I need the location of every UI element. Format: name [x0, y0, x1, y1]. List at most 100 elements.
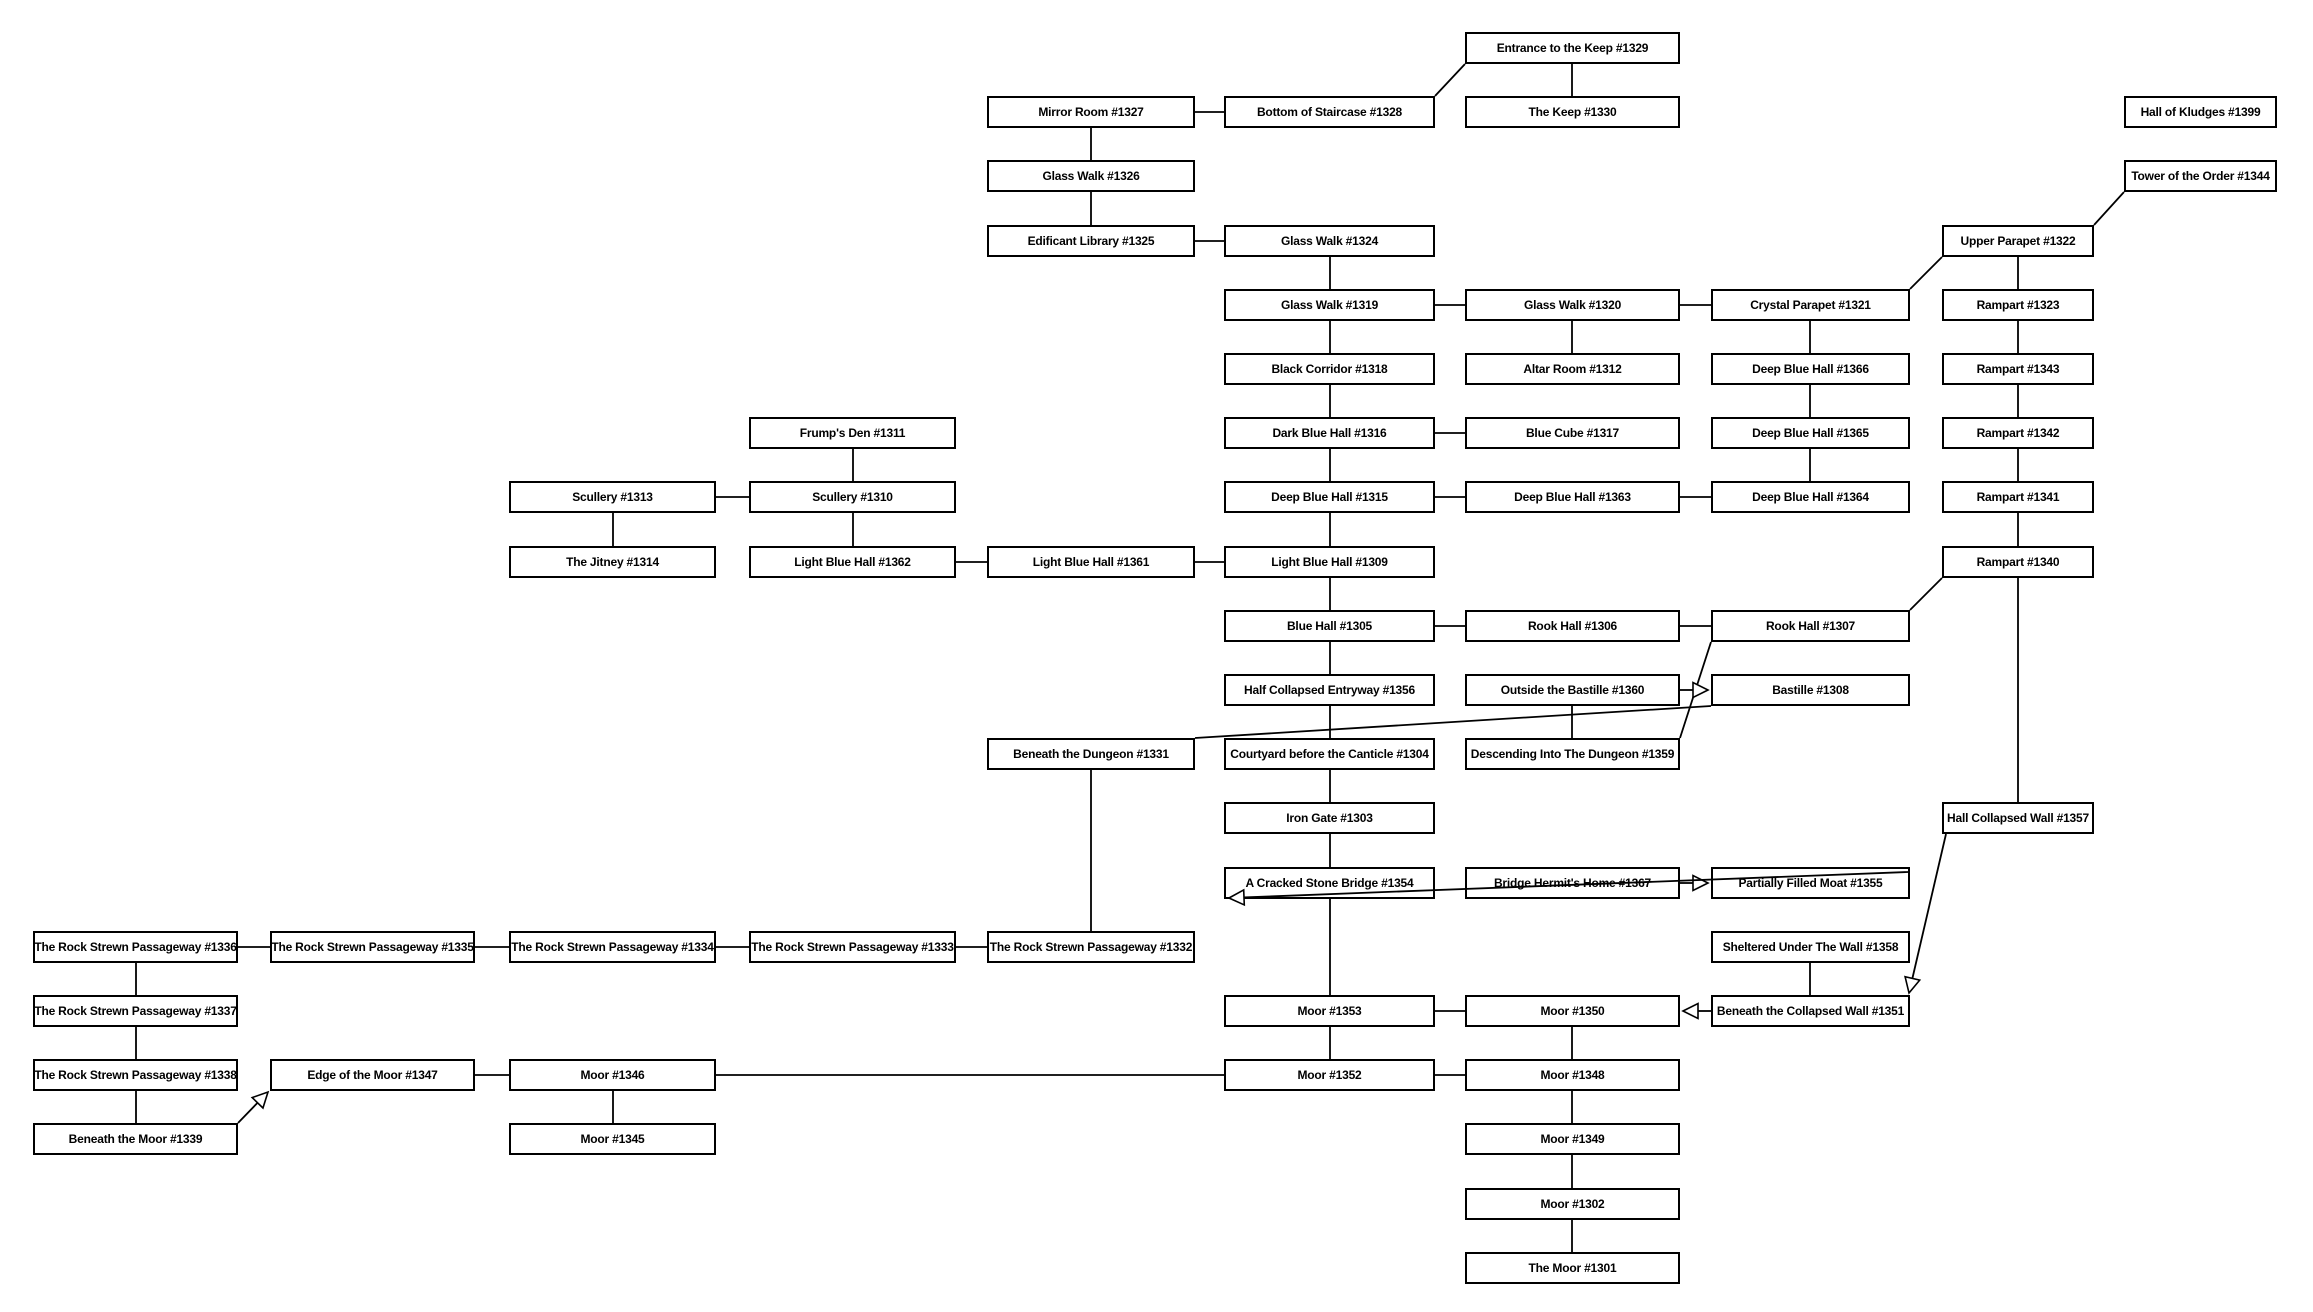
room-node-frumpsden-1311: Frump's Den #1311	[749, 417, 956, 449]
room-node-altarroom-1312: Altar Room #1312	[1465, 353, 1680, 385]
room-node-mirror-1327: Mirror Room #1327	[987, 96, 1195, 128]
room-node-blackcorridor-1318: Black Corridor #1318	[1224, 353, 1435, 385]
room-label: Bastille #1308	[1772, 683, 1849, 697]
room-label: Hall of Kludges #1399	[2140, 105, 2261, 119]
room-node-rsp-1334: The Rock Strewn Passageway #1334	[509, 931, 716, 963]
room-node-moor-1348: Moor #1348	[1465, 1059, 1680, 1091]
room-node-rsp-1336: The Rock Strewn Passageway #1336	[33, 931, 238, 963]
room-node-edgemoor-1347: Edge of the Moor #1347	[270, 1059, 475, 1091]
room-label: The Moor #1301	[1528, 1261, 1617, 1275]
edge-bottomstair-1328--entrance-1329	[1434, 63, 1466, 97]
room-node-moor-1350: Moor #1350	[1465, 995, 1680, 1027]
room-node-hallwall-1357: Hall Collapsed Wall #1357	[1942, 802, 2094, 834]
room-node-moor-1302: Moor #1302	[1465, 1188, 1680, 1220]
room-label: Bridge Hermit's Home #1367	[1493, 876, 1652, 890]
room-node-rsp-1332: The Rock Strewn Passageway #1332	[987, 931, 1195, 963]
room-label: Rook Hall #1306	[1527, 619, 1618, 633]
room-node-bottomstair-1328: Bottom of Staircase #1328	[1224, 96, 1435, 128]
room-label: The Rock Strewn Passageway #1335	[271, 940, 474, 954]
room-node-moor-1353: Moor #1353	[1224, 995, 1435, 1027]
room-label: Courtyard before the Canticle #1304	[1230, 747, 1429, 761]
room-node-jitney-1314: The Jitney #1314	[509, 546, 716, 578]
room-node-bluehall-1305: Blue Hall #1305	[1224, 610, 1435, 642]
room-node-bluecube-1317: Blue Cube #1317	[1465, 417, 1680, 449]
room-node-upperparapet-1322: Upper Parapet #1322	[1942, 225, 2094, 257]
room-label: The Keep #1330	[1528, 105, 1617, 119]
room-node-lightblue-1362: Light Blue Hall #1362	[749, 546, 956, 578]
room-label: Altar Room #1312	[1523, 362, 1622, 376]
edge-rampart-1340--rookhall-1307	[1909, 577, 1943, 611]
room-label: Deep Blue Hall #1365	[1752, 426, 1869, 440]
room-label: Moor #1345	[580, 1132, 645, 1146]
room-label: Iron Gate #1303	[1286, 811, 1373, 825]
room-label: Crystal Parapet #1321	[1750, 298, 1871, 312]
room-label: Black Corridor #1318	[1271, 362, 1388, 376]
arrowhead-beneathmoor-1339--edgemoor-1347	[250, 1090, 270, 1110]
room-label: Upper Parapet #1322	[1960, 234, 2076, 248]
room-node-sheltered-1358: Sheltered Under The Wall #1358	[1711, 931, 1910, 963]
room-label: Bottom of Staircase #1328	[1256, 105, 1403, 119]
arrowhead-hallwall-1357--beneathwall-1351	[1904, 975, 1922, 995]
room-node-beneathdungeon-1331: Beneath the Dungeon #1331	[987, 738, 1195, 770]
room-label: Glass Walk #1324	[1280, 234, 1379, 248]
room-label: Edge of the Moor #1347	[307, 1068, 438, 1082]
edge-hallwall-1357--beneathwall-1351	[1911, 833, 1947, 979]
room-node-irongate-1303: Iron Gate #1303	[1224, 802, 1435, 834]
room-node-bastille-1308: Bastille #1308	[1711, 674, 1910, 706]
room-label: Hall Collapsed Wall #1357	[1947, 811, 2089, 825]
room-label: A Cracked Stone Bridge #1354	[1245, 876, 1414, 890]
room-node-lightblue-1309: Light Blue Hall #1309	[1224, 546, 1435, 578]
room-node-rampart-1343: Rampart #1343	[1942, 353, 2094, 385]
room-node-beneathwall-1351: Beneath the Collapsed Wall #1351	[1711, 995, 1910, 1027]
edge-descending-1359--rookhall-1307	[1679, 641, 1712, 739]
room-label: The Rock Strewn Passageway #1333	[751, 940, 954, 954]
edge-crystalparapet-1321--upperparapet-1322	[1909, 256, 1943, 290]
room-label: Glass Walk #1319	[1280, 298, 1379, 312]
room-label: Outside the Bastille #1360	[1500, 683, 1645, 697]
room-node-deepblue-1366: Deep Blue Hall #1366	[1711, 353, 1910, 385]
room-node-crackedbridge-1354: A Cracked Stone Bridge #1354	[1224, 867, 1435, 899]
room-label: Rampart #1323	[1976, 298, 2060, 312]
room-node-keep-1330: The Keep #1330	[1465, 96, 1680, 128]
room-node-rsp-1338: The Rock Strewn Passageway #1338	[33, 1059, 238, 1091]
room-label: Edificant Library #1325	[1027, 234, 1155, 248]
room-label: Deep Blue Hall #1366	[1752, 362, 1869, 376]
room-label: The Rock Strewn Passageway #1332	[989, 940, 1193, 954]
room-node-rampart-1340: Rampart #1340	[1942, 546, 2094, 578]
room-node-deepblue-1363: Deep Blue Hall #1363	[1465, 481, 1680, 513]
room-label: Half Collapsed Entryway #1356	[1244, 683, 1415, 697]
room-label: Partially Filled Moat #1355	[1738, 876, 1883, 890]
room-label: The Rock Strewn Passageway #1337	[34, 1004, 237, 1018]
room-node-bridgehermit-1367: Bridge Hermit's Home #1367	[1465, 867, 1680, 899]
room-label: Deep Blue Hall #1363	[1514, 490, 1631, 504]
room-node-tower-1344: Tower of the Order #1344	[2124, 160, 2277, 192]
room-node-crystalparapet-1321: Crystal Parapet #1321	[1711, 289, 1910, 321]
room-label: Moor #1349	[1540, 1132, 1605, 1146]
room-label: The Jitney #1314	[566, 555, 659, 569]
room-node-rampart-1323: Rampart #1323	[1942, 289, 2094, 321]
room-label: The Rock Strewn Passageway #1338	[34, 1068, 237, 1082]
edge-beneathmoor-1339--edgemoor-1347	[237, 1102, 259, 1124]
room-label: Light Blue Hall #1361	[1032, 555, 1150, 569]
room-node-edificant-1325: Edificant Library #1325	[987, 225, 1195, 257]
room-node-rookhall-1307: Rook Hall #1307	[1711, 610, 1910, 642]
room-label: Light Blue Hall #1309	[1271, 555, 1388, 569]
room-label: Scullery #1313	[572, 490, 653, 504]
room-node-halfcollapsed-1356: Half Collapsed Entryway #1356	[1224, 674, 1435, 706]
room-label: Moor #1353	[1297, 1004, 1362, 1018]
room-node-rampart-1342: Rampart #1342	[1942, 417, 2094, 449]
room-label: Tower of the Order #1344	[2131, 169, 2270, 183]
room-node-moor-1346: Moor #1346	[509, 1059, 716, 1091]
room-node-rsp-1335: The Rock Strewn Passageway #1335	[270, 931, 475, 963]
room-label: Rook Hall #1307	[1765, 619, 1856, 633]
room-node-moat-1355: Partially Filled Moat #1355	[1711, 867, 1910, 899]
room-label: Moor #1302	[1540, 1197, 1605, 1211]
room-label: Sheltered Under The Wall #1358	[1722, 940, 1899, 954]
room-node-courtyard-1304: Courtyard before the Canticle #1304	[1224, 738, 1435, 770]
room-node-themoor-1301: The Moor #1301	[1465, 1252, 1680, 1284]
room-node-moor-1352: Moor #1352	[1224, 1059, 1435, 1091]
room-node-glasswalk-1319: Glass Walk #1319	[1224, 289, 1435, 321]
edge-beneathdungeon-1331--bastille-1308	[1194, 705, 1712, 739]
